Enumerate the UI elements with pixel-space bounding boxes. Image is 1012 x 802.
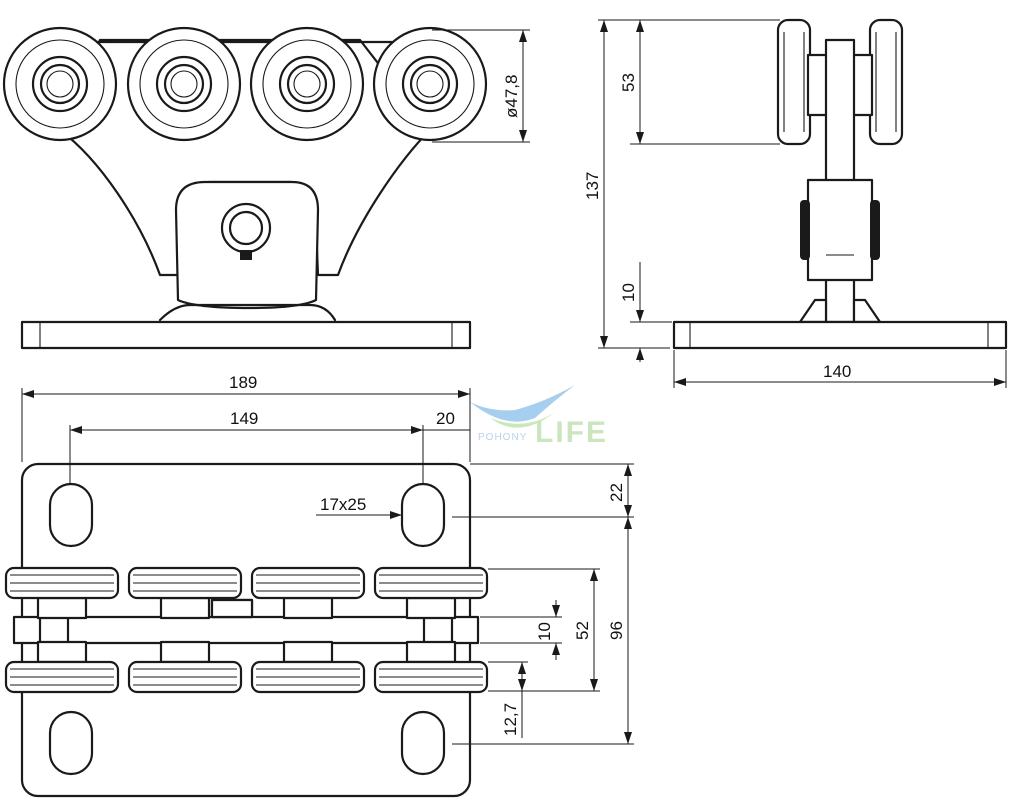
top-wheel [250, 566, 366, 600]
dim-137-arrow-top [600, 20, 608, 32]
front-bolt-hole-inner [228, 210, 264, 246]
dim-149-arrow-left [70, 426, 82, 434]
side-wheel-right [868, 18, 904, 146]
dim-side-wheel-height: 53 [619, 73, 638, 92]
axle-lower [36, 640, 88, 664]
front-base-plate [20, 320, 472, 350]
dim-22-arrow-top [624, 464, 632, 476]
top-wheel [250, 660, 366, 694]
dim-53-arrow-top [636, 20, 644, 32]
slot-top-left [48, 482, 94, 548]
dim-140-arrow-left [674, 378, 686, 386]
top-center-bar [12, 615, 480, 645]
side-bracket-knob-left [800, 200, 810, 260]
dim-96-arrow-bottom [624, 732, 632, 744]
axle-upper [159, 596, 211, 620]
side-base-plate [672, 320, 1008, 350]
dim-hole-top-offset: 22 [607, 483, 626, 502]
front-lug-base-curve [158, 303, 337, 322]
dim-hole-edge-offset: 20 [436, 409, 455, 428]
dim-22-arrow-bottom [624, 505, 632, 517]
axle-upper [36, 596, 88, 620]
top-wheel [127, 566, 243, 600]
wheel-tread-line [15, 39, 105, 129]
dim-52-arrow-bottom [590, 679, 598, 691]
axle-upper [282, 596, 334, 620]
dim-base-thickness: 10 [619, 283, 638, 302]
axle-lower [282, 640, 334, 664]
top-center-bar-end-left [38, 615, 70, 645]
wheel-bore [46, 70, 74, 98]
slot-top-right [400, 482, 446, 548]
axle-upper [405, 596, 457, 620]
dim-127-arrow-bottom [518, 679, 526, 691]
top-wheel [4, 566, 120, 600]
dim-189-arrow-left [22, 390, 34, 398]
side-view: 53 137 10 140 [583, 18, 1008, 388]
top-center-bar-end-right [422, 615, 454, 645]
side-bracket [806, 178, 874, 282]
dim-wheel-arrow-bottom [519, 130, 527, 142]
dim-wheel-arrow-top [519, 30, 527, 42]
dim-base-width: 140 [823, 362, 851, 381]
top-wheel [373, 660, 489, 694]
dim-53-arrow-bottom [636, 132, 644, 144]
front-wheel-group [2, 26, 488, 142]
wheel-tread-line [262, 39, 352, 129]
front-bolt-nut [240, 250, 252, 260]
dim-overall-length: 189 [229, 373, 257, 392]
dim-hole-vertical-spacing: 96 [607, 621, 626, 640]
slot-bottom-right [400, 710, 446, 776]
dim-bar-arrow-bottom [552, 643, 560, 655]
dim-wheel-diameter: ø47,8 [502, 75, 521, 118]
logo-swoosh-blue [470, 385, 575, 422]
front-wheel [2, 26, 118, 142]
watermark-logo: LIFE POHONY [470, 385, 608, 449]
logo-sub: POHONY [478, 432, 527, 443]
dim-slot-size: 17x25 [320, 495, 366, 514]
logo-swoosh-green [490, 412, 555, 428]
wheel-tread-line [385, 39, 475, 129]
top-wheel [127, 660, 243, 694]
dim-137-arrow-bottom [600, 336, 608, 348]
dim-10-arrow-top [636, 310, 644, 322]
center-link [210, 598, 254, 619]
top-wheel-group [4, 566, 489, 694]
axle-lower [405, 640, 457, 664]
wheel-bore [416, 70, 444, 98]
dim-slot-arrow [390, 511, 402, 519]
wheel-tread-line [139, 39, 229, 129]
dim-96-arrow-top [624, 517, 632, 529]
dim-wheel-track: 52 [573, 621, 592, 640]
dim-127-arrow-top [518, 662, 526, 674]
top-view: 189 149 20 17x25 22 96 52 [4, 373, 634, 798]
top-wheel [4, 660, 120, 694]
dim-149-arrow-right [411, 426, 423, 434]
dim-overall-height: 137 [583, 172, 602, 200]
slot-bottom-left [48, 710, 94, 776]
axle-lower [159, 640, 211, 664]
front-wheel [126, 26, 242, 142]
slots [48, 482, 446, 776]
dim-wheel-width: 12,7 [501, 703, 520, 736]
front-wheel [249, 26, 365, 142]
dim-52-arrow-top [590, 569, 598, 581]
dim-189-arrow-right [458, 390, 470, 398]
top-wheel [373, 566, 489, 600]
front-view: ø47,8 [2, 26, 530, 350]
dim-hole-spacing: 149 [230, 409, 258, 428]
side-wheel-left [776, 18, 812, 146]
wheel-bore [170, 70, 198, 98]
dim-10-arrow-bottom [636, 348, 644, 360]
front-wheel [372, 26, 488, 142]
side-bracket-knob-right [870, 200, 880, 260]
dim-140-arrow-right [994, 378, 1006, 386]
wheel-bore [293, 70, 321, 98]
axle-group [36, 596, 457, 664]
logo-brand: LIFE [535, 416, 608, 449]
dim-center-bar: 10 [535, 622, 554, 641]
dim-bar-arrow-top [552, 605, 560, 617]
